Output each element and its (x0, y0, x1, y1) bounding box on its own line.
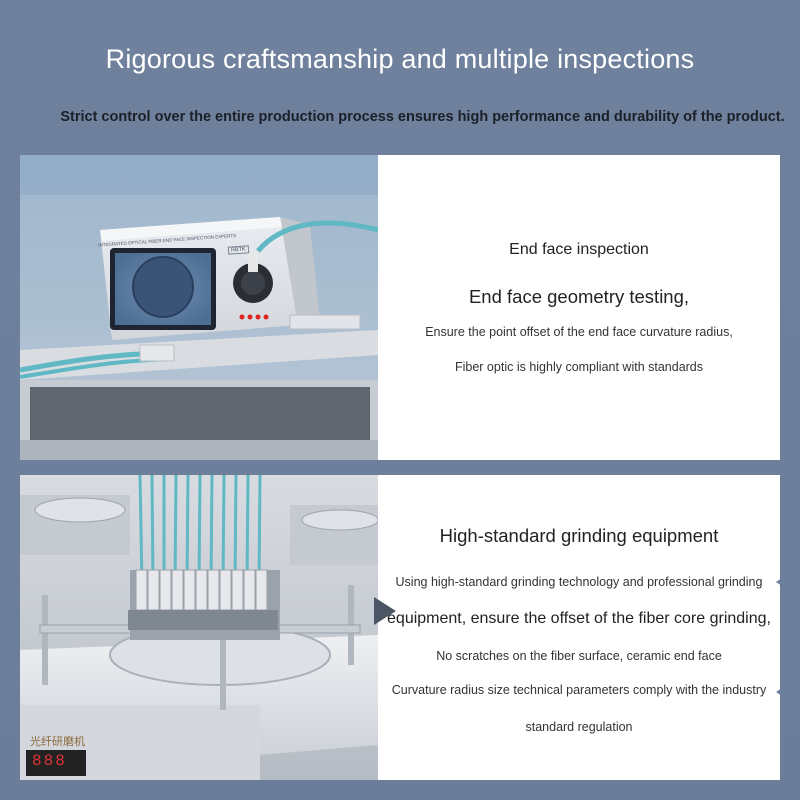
right-arrow-tab (776, 566, 800, 598)
section1-heading: End face inspection (509, 241, 649, 258)
end-face-inspection-panel: INTEGRATED OPTICAL FIBER END FACE INSPEC… (20, 155, 780, 460)
section1-subheading: End face geometry testing, (468, 286, 690, 307)
machine-display: 888 (32, 752, 67, 770)
section2-line4: Curvature radius size technical paramete… (391, 683, 767, 697)
section2-line1: Using high-standard grinding technology … (395, 575, 763, 589)
page-title: Rigorous craftsmanship and multiple insp… (105, 44, 695, 74)
section2-line5: standard regulation (525, 720, 633, 734)
inspection-text: End face inspection End face geometry te… (378, 155, 780, 460)
inspection-device-photo: INTEGRATED OPTICAL FIBER END FACE INSPEC… (20, 155, 378, 460)
section1-line1: Ensure the point offset of the end face … (425, 325, 733, 339)
section2-heading: High-standard grinding equipment (439, 525, 719, 546)
right-arrow-tab-2 (776, 676, 800, 708)
section2-line2: equipment, ensure the offset of the fibe… (387, 610, 771, 627)
section1-line2: Fiber optic is highly compliant with sta… (454, 360, 704, 374)
grinding-machine-photo: 光纤研磨机 888 (20, 475, 378, 780)
section2-line3: No scratches on the fiber surface, ceram… (436, 649, 722, 663)
machine-label: 光纤研磨机 (30, 736, 85, 748)
left-arrow-tab (374, 597, 396, 625)
grinding-equipment-panel: 光纤研磨机 888 High-standard grinding equipme… (20, 475, 780, 780)
device-brand: RBTK (227, 245, 249, 255)
grinding-text: High-standard grinding equipment Using h… (378, 475, 780, 780)
page-subtitle: Strict control over the entire productio… (60, 109, 785, 125)
